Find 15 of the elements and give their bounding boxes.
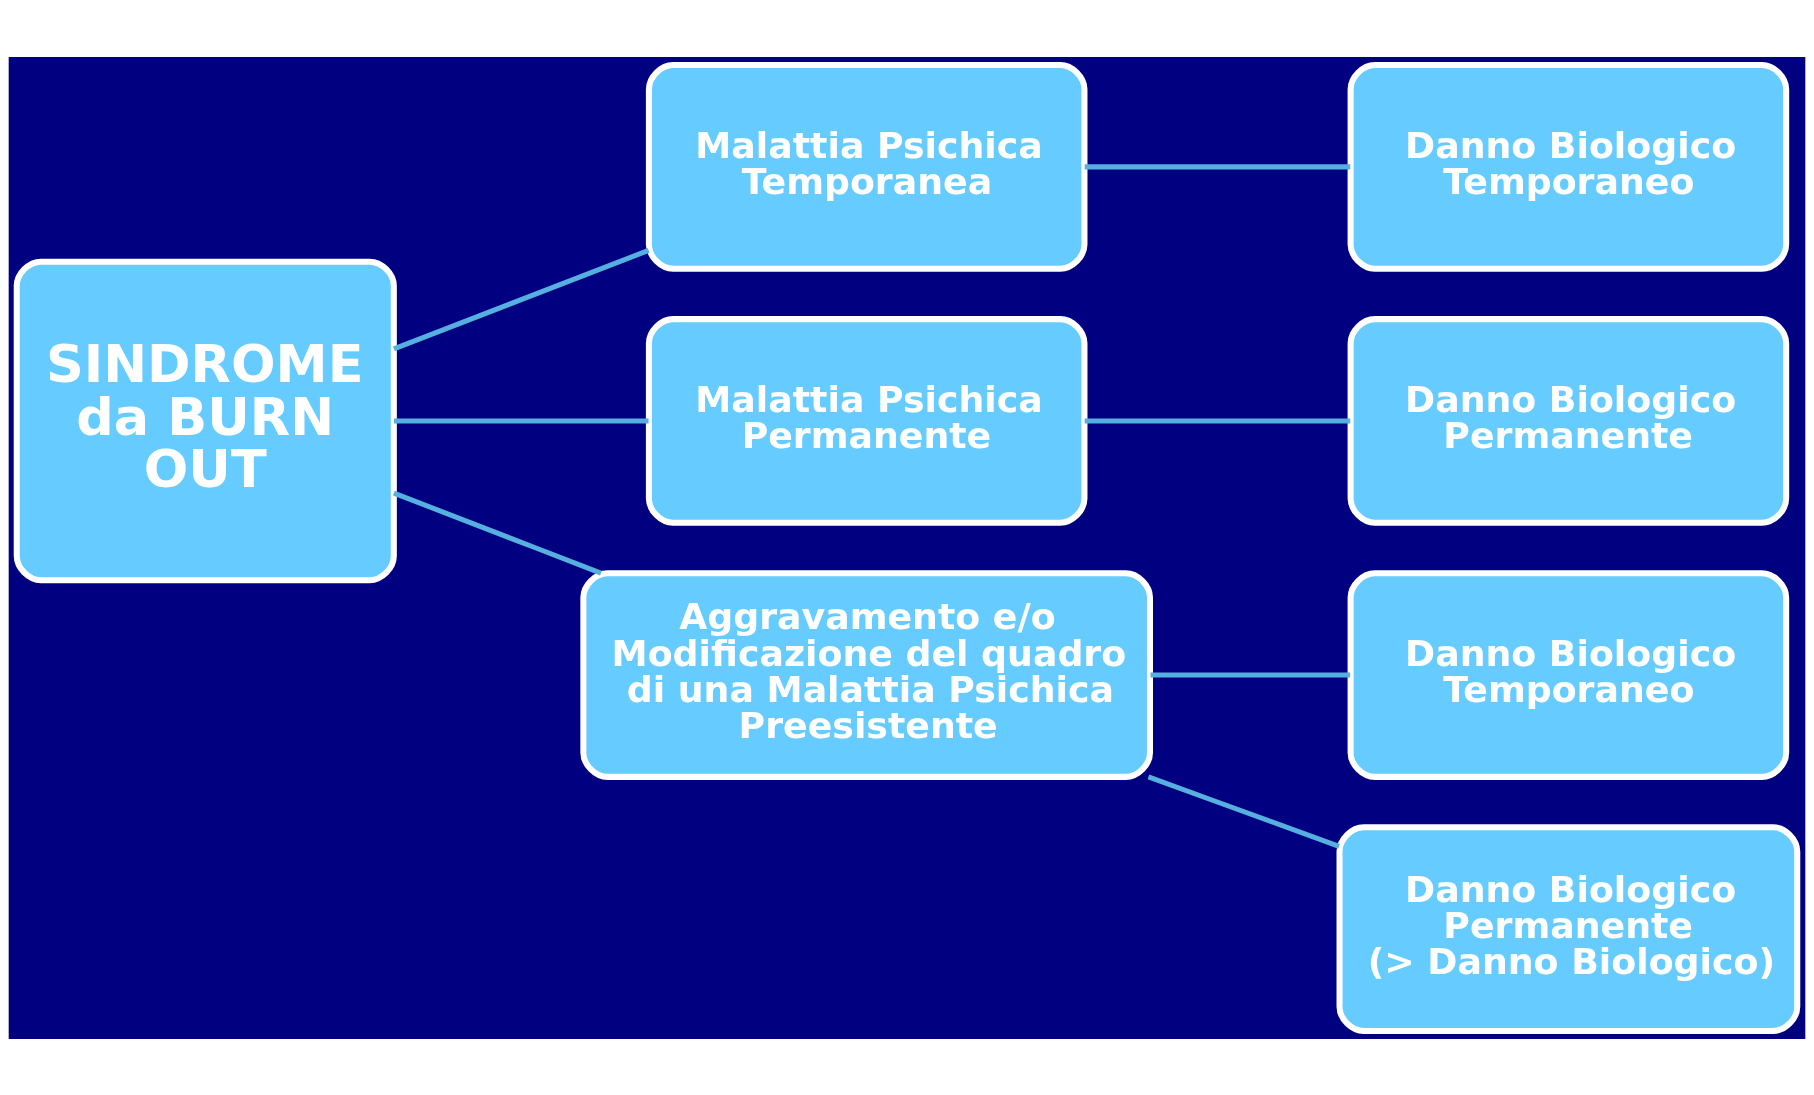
connector (393, 417, 649, 423)
node-box: Danno Biologico Permanente (1347, 315, 1790, 526)
node-box: Malattia Psichica Permanente (645, 315, 1088, 526)
connector (1147, 774, 1340, 849)
node-box: Danno Biologico Temporaneo (1347, 61, 1790, 272)
node-box: Aggravamento e/o Modificazione del quadro di una Malattia Psichica Preesistente (580, 569, 1153, 780)
node-box: Danno Biologico Temporaneo (1347, 569, 1790, 780)
node-box: Danno Biologico Permanente (> Danno Biologico) (1336, 823, 1801, 1034)
connector (1150, 672, 1351, 678)
connector (393, 247, 650, 351)
connector (393, 490, 602, 575)
connector (1084, 417, 1351, 423)
connector (1084, 163, 1351, 169)
node-box: SINDROME da BURN OUT (13, 258, 397, 583)
node-box: Malattia Psichica Temporanea (645, 61, 1088, 272)
